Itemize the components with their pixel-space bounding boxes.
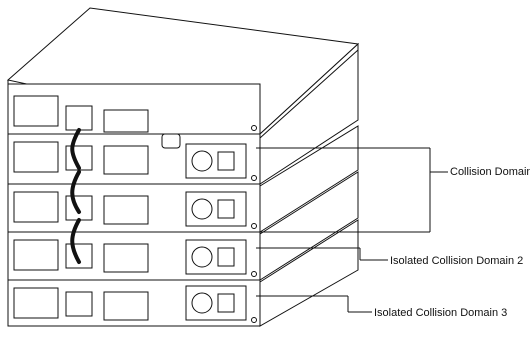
hub-unit-2 xyxy=(7,48,359,185)
label-collision-domain-1: Collision Domain 1 xyxy=(450,166,530,178)
label-isolated-collision-domain-3: Isolated Collision Domain 3 xyxy=(374,307,507,319)
hub-unit-5 xyxy=(7,219,359,327)
hub-unit-4 xyxy=(7,171,359,281)
label-isolated-collision-domain-2: Isolated Collision Domain 2 xyxy=(390,255,523,267)
hub-unit-3 xyxy=(7,125,359,233)
leader-lines xyxy=(256,147,448,313)
hub-unit-1 xyxy=(6,7,360,156)
stacking-cables xyxy=(70,128,81,264)
